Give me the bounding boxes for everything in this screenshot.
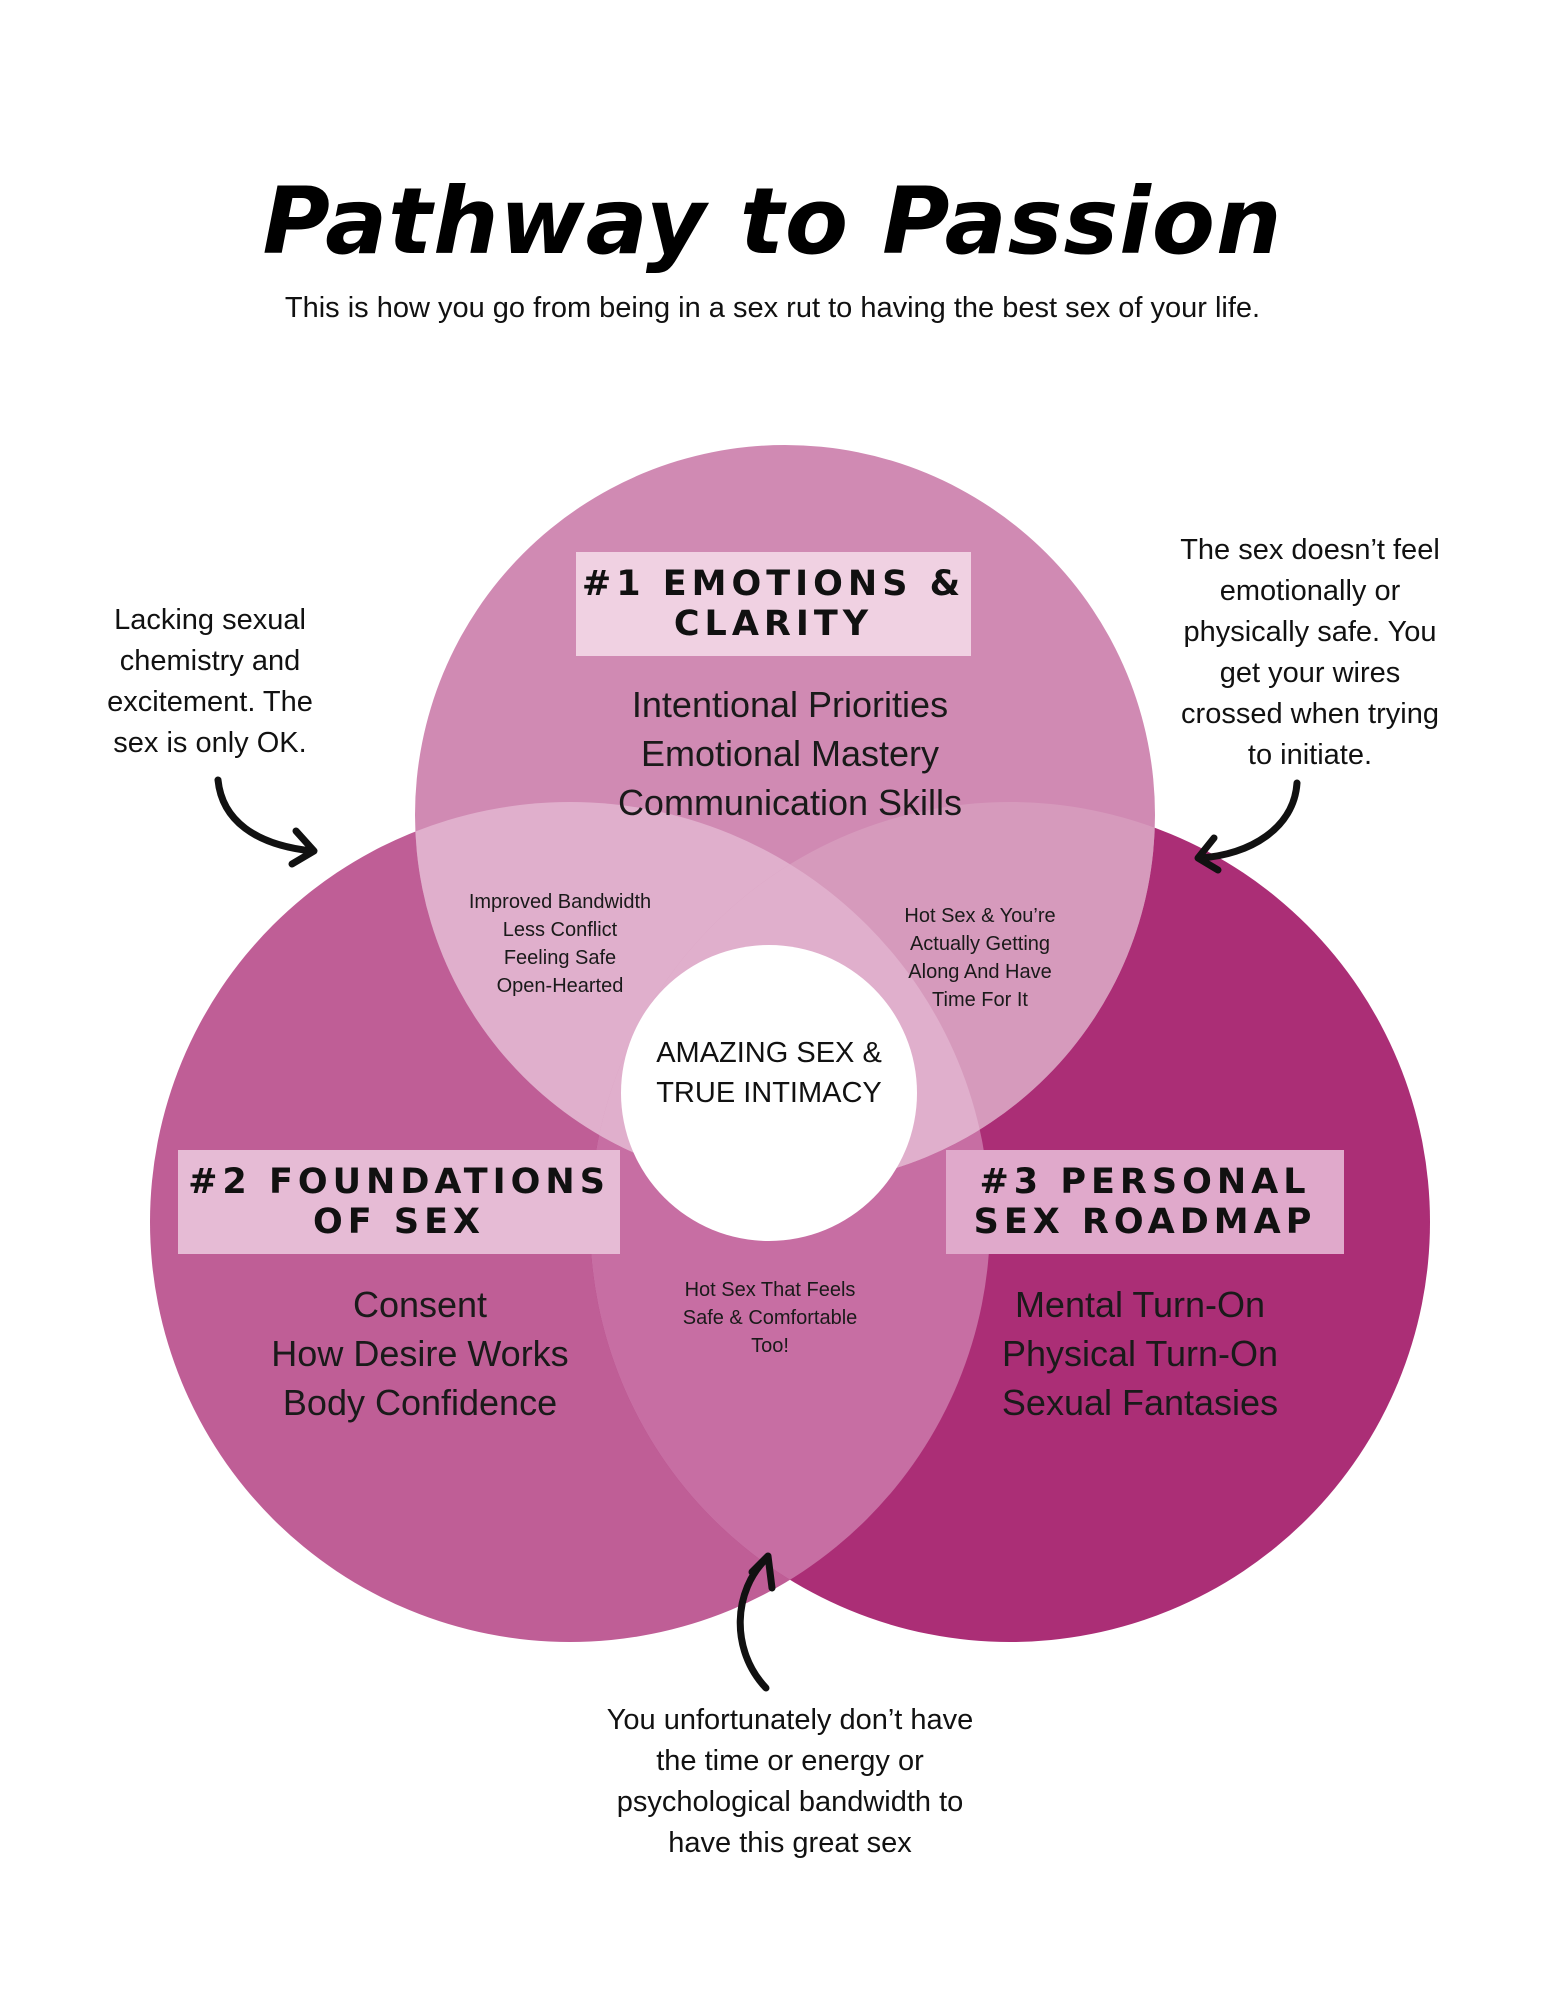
overlap-text-foundations-roadmap: Hot Sex That Feels Safe & Comfortable To… <box>650 1276 890 1360</box>
overlap-line: Less Conflict <box>502 919 618 941</box>
note-line: psychological bandwidth to <box>616 1786 964 1818</box>
overlap-line: Open-Hearted <box>496 975 624 997</box>
list-item: Intentional Priorities <box>631 684 949 725</box>
list-item: Mental Turn-On <box>1014 1284 1266 1325</box>
overlap-line: Safe & Comfortable <box>682 1307 858 1329</box>
center-line: TRUE INTIMACY <box>656 1077 882 1109</box>
list-item: Body Confidence <box>282 1382 558 1423</box>
page-title: Pathway to Passion <box>262 168 1283 275</box>
label-personal-sex-roadmap: #3 PERSONAL SEX ROADMAP <box>946 1150 1344 1254</box>
center-circle <box>621 945 917 1241</box>
note-line: physically safe. You <box>1183 616 1437 648</box>
overlap-line: Hot Sex & You’re <box>904 905 1056 927</box>
list-item: Consent <box>352 1284 488 1325</box>
note-line: sex is only OK. <box>113 727 307 759</box>
label-line: OF SEX <box>313 1202 485 1242</box>
list-item: Physical Turn-On <box>1001 1333 1279 1374</box>
overlap-line: Feeling Safe <box>503 947 617 969</box>
overlap-line: Hot Sex That Feels <box>684 1279 856 1301</box>
label-line: SEX ROADMAP <box>973 1202 1317 1242</box>
overlap-text-emotions-roadmap: Hot Sex & You’re Actually Getting Along … <box>860 902 1100 1014</box>
overlap-line: Too! <box>751 1335 789 1357</box>
list-item: Sexual Fantasies <box>1001 1382 1279 1423</box>
list-item: Communication Skills <box>617 782 963 823</box>
right-arrow-icon <box>1194 779 1301 874</box>
items-personal-sex-roadmap: Mental Turn-On Physical Turn-On Sexual F… <box>920 1280 1360 1427</box>
page-subtitle: This is how you go from being in a sex r… <box>284 292 1261 324</box>
bottom-arrow-icon <box>736 1552 776 1692</box>
note-line: emotionally or <box>1219 575 1401 607</box>
note-line: the time or energy or <box>656 1745 924 1777</box>
note-line: chemistry and <box>119 645 301 677</box>
note-line: The sex doesn’t feel <box>1180 534 1440 566</box>
overlap-line: Time For It <box>932 989 1028 1011</box>
label-line: #2 FOUNDATIONS <box>188 1162 610 1202</box>
overlap-line: Along And Have <box>908 961 1052 983</box>
overlap-text-emotions-foundations: Improved Bandwidth Less Conflict Feeling… <box>430 888 690 1000</box>
list-item: Emotional Mastery <box>640 733 940 774</box>
note-left: Lacking sexual chemistry and excitement.… <box>60 600 360 764</box>
center-text: AMAZING SEX & TRUE INTIMACY <box>630 1033 908 1113</box>
left-arrow-icon <box>214 776 318 868</box>
list-item: How Desire Works <box>271 1333 569 1374</box>
note-line: excitement. The <box>107 686 313 718</box>
note-line: Lacking sexual <box>114 604 306 636</box>
overlap-line: Improved Bandwidth <box>468 891 652 913</box>
center-line: AMAZING SEX & <box>656 1037 882 1069</box>
note-bottom: You unfortunately don’t have the time or… <box>520 1700 1060 1864</box>
overlap-line: Actually Getting <box>909 933 1051 955</box>
note-line: get your wires <box>1219 657 1401 689</box>
items-emotions-clarity: Intentional Priorities Emotional Mastery… <box>555 680 1025 827</box>
note-right: The sex doesn’t feel emotionally or phys… <box>1140 530 1480 776</box>
label-foundations-of-sex: #2 FOUNDATIONS OF SEX <box>178 1150 620 1254</box>
label-line: #1 EMOTIONS & <box>581 564 966 604</box>
note-line: to initiate. <box>1247 739 1373 771</box>
label-line: CLARITY <box>673 604 874 644</box>
note-line: crossed when trying <box>1181 698 1439 730</box>
label-line: #3 PERSONAL <box>979 1162 1311 1202</box>
items-foundations-of-sex: Consent How Desire Works Body Confidence <box>200 1280 640 1427</box>
label-emotions-clarity: #1 EMOTIONS & CLARITY <box>576 552 971 656</box>
note-line: have this great sex <box>668 1827 912 1859</box>
note-line: You unfortunately don’t have <box>606 1704 974 1736</box>
